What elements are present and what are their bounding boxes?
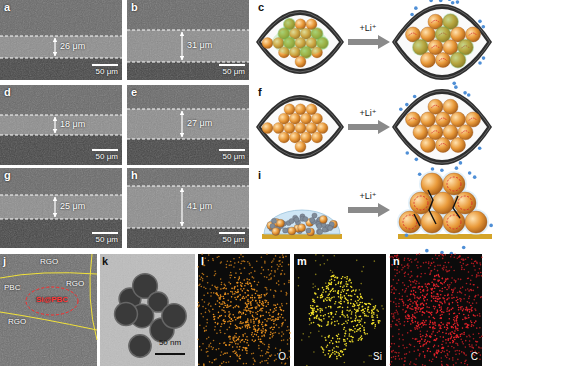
panel-letter: h [131, 170, 138, 181]
sem-cross-section [127, 85, 249, 165]
thickness-label: 18 μm [60, 120, 85, 129]
region-label: RGO [40, 258, 58, 266]
scale-bar-label: 50 μm [223, 153, 245, 161]
element-label: O [278, 352, 286, 362]
panel-letter: l [201, 256, 204, 267]
thickness-label: 31 μm [187, 41, 212, 50]
scale-bar-label: 50 μm [223, 236, 245, 244]
region-label: RGO [66, 280, 84, 288]
element-map [389, 253, 482, 366]
element-label: C [471, 352, 478, 362]
element-map [197, 253, 290, 366]
sem-cross-section [0, 168, 122, 248]
lens-schematic [256, 85, 492, 172]
panel-letter: c [258, 2, 264, 13]
lithiation-label: +Li⁺ [359, 109, 376, 118]
region-label: Si@PBC [36, 296, 68, 304]
scale-bar-label: 50 μm [96, 68, 118, 76]
thickness-label: 41 μm [187, 202, 212, 211]
sem-cross-section [127, 0, 249, 80]
sem-cross-section [127, 168, 249, 248]
panel-letter: d [4, 87, 11, 98]
tem-image [0, 254, 97, 366]
thickness-label: 25 μm [60, 202, 85, 211]
thickness-label: 26 μm [60, 42, 85, 51]
panel-letter: j [3, 256, 6, 267]
panel-letter: m [297, 256, 307, 267]
panel-letter: a [4, 2, 10, 13]
scale-bar-label: 50 nm [159, 339, 181, 347]
element-label: Si [373, 352, 382, 362]
panel-letter: f [258, 87, 262, 98]
panel-letter: e [131, 87, 137, 98]
electrode-schematic [262, 166, 493, 255]
panel-letter: n [393, 256, 400, 267]
lithiation-label: +Li⁺ [359, 24, 376, 33]
panel-letter: g [4, 170, 11, 181]
panel-letter: i [258, 170, 261, 181]
region-label: PBC [4, 284, 20, 292]
scale-bar-label: 50 μm [96, 153, 118, 161]
lens-schematic [256, 0, 492, 85]
region-label: RGO [8, 318, 26, 326]
scale-bar-label: 50 μm [96, 236, 118, 244]
scale-bar-label: 50 μm [223, 68, 245, 76]
panel-letter: k [102, 256, 108, 267]
lithiation-label: +Li⁺ [359, 192, 376, 201]
sem-cross-section [0, 0, 122, 80]
sem-cross-section [0, 85, 122, 165]
tem-image [100, 254, 195, 366]
element-map [294, 254, 386, 366]
panel-letter: b [131, 2, 138, 13]
thickness-label: 27 μm [187, 119, 212, 128]
